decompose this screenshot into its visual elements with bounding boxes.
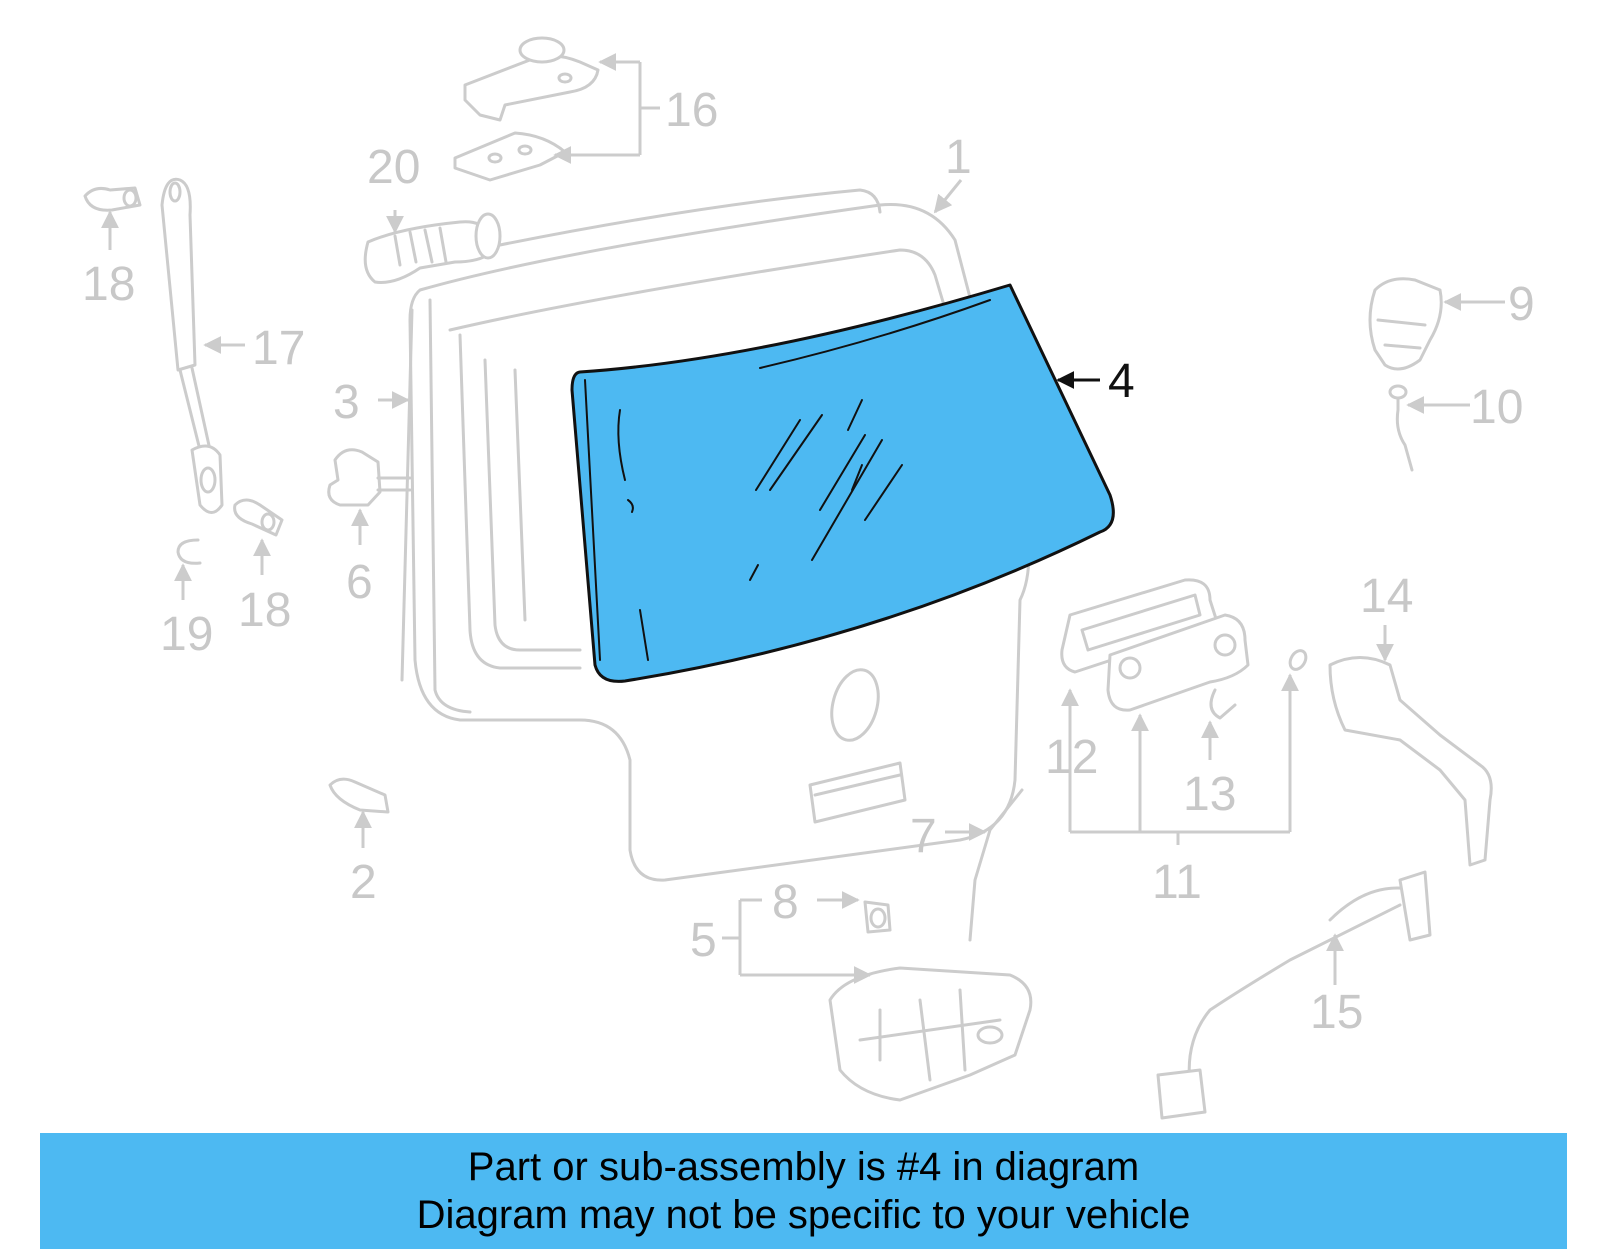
callout-14: 14 [1360,570,1413,623]
callout-8: 8 [772,876,799,929]
stop-part-6 [327,448,412,507]
lock-cylinder-part-14 [1328,656,1493,867]
gas-strut-part-17 [160,177,224,514]
callout-5: 5 [690,914,717,967]
callout-1: 1 [945,131,972,184]
callout-18-bottom: 18 [238,584,291,637]
weatherstrip-part-3 [400,308,414,682]
callout-labels: 1 2 3 4 5 6 7 8 9 10 11 12 13 14 15 16 1… [82,84,1535,1039]
latch-part-5 [828,966,1033,1102]
callout-2: 2 [350,856,377,909]
callout-9: 9 [1508,278,1535,331]
callout-20: 20 [367,141,420,194]
grommet-part-11 [1288,649,1308,671]
back-glass-part-4[interactable] [570,283,1115,683]
bolt-part-8 [863,900,892,934]
callout-15: 15 [1310,986,1363,1039]
wiring-harness-part-15 [1156,870,1432,1120]
callout-19: 19 [160,608,213,661]
banner-line-disclaimer: Diagram may not be specific to your vehi… [416,1193,1191,1237]
callout-4[interactable]: 4 [1108,355,1135,408]
ball-stud-part-18-bottom [233,498,284,537]
callout-16: 16 [665,84,718,137]
liftgate-panel [408,188,1031,882]
callout-7: 7 [910,810,937,863]
rod-part-7 [968,788,1024,942]
bumper-part-2 [328,777,390,814]
callout-12: 12 [1045,731,1098,784]
ball-stud-part-18-top [83,186,142,212]
clip-part-13 [1209,688,1237,720]
callout-11: 11 [1152,856,1202,909]
callout-17: 17 [252,322,305,375]
cable-part-10 [1388,384,1414,472]
callout-10: 10 [1470,381,1523,434]
banner-line-part-number: Part or sub-assembly is #4 in diagram [467,1145,1140,1189]
callout-13: 13 [1183,768,1236,821]
grommet-part-20 [363,212,502,284]
callout-6: 6 [346,556,373,609]
clip-part-19 [176,538,202,565]
motor-part-9 [1368,277,1443,371]
hinge-part-16 [453,36,600,182]
handle-assembly-part-11 [1060,578,1250,712]
leader-lines [101,53,1505,985]
callout-18-top: 18 [82,258,135,311]
info-banner: Part or sub-assembly is #4 in diagram Di… [40,1133,1567,1249]
callout-3: 3 [333,376,360,429]
